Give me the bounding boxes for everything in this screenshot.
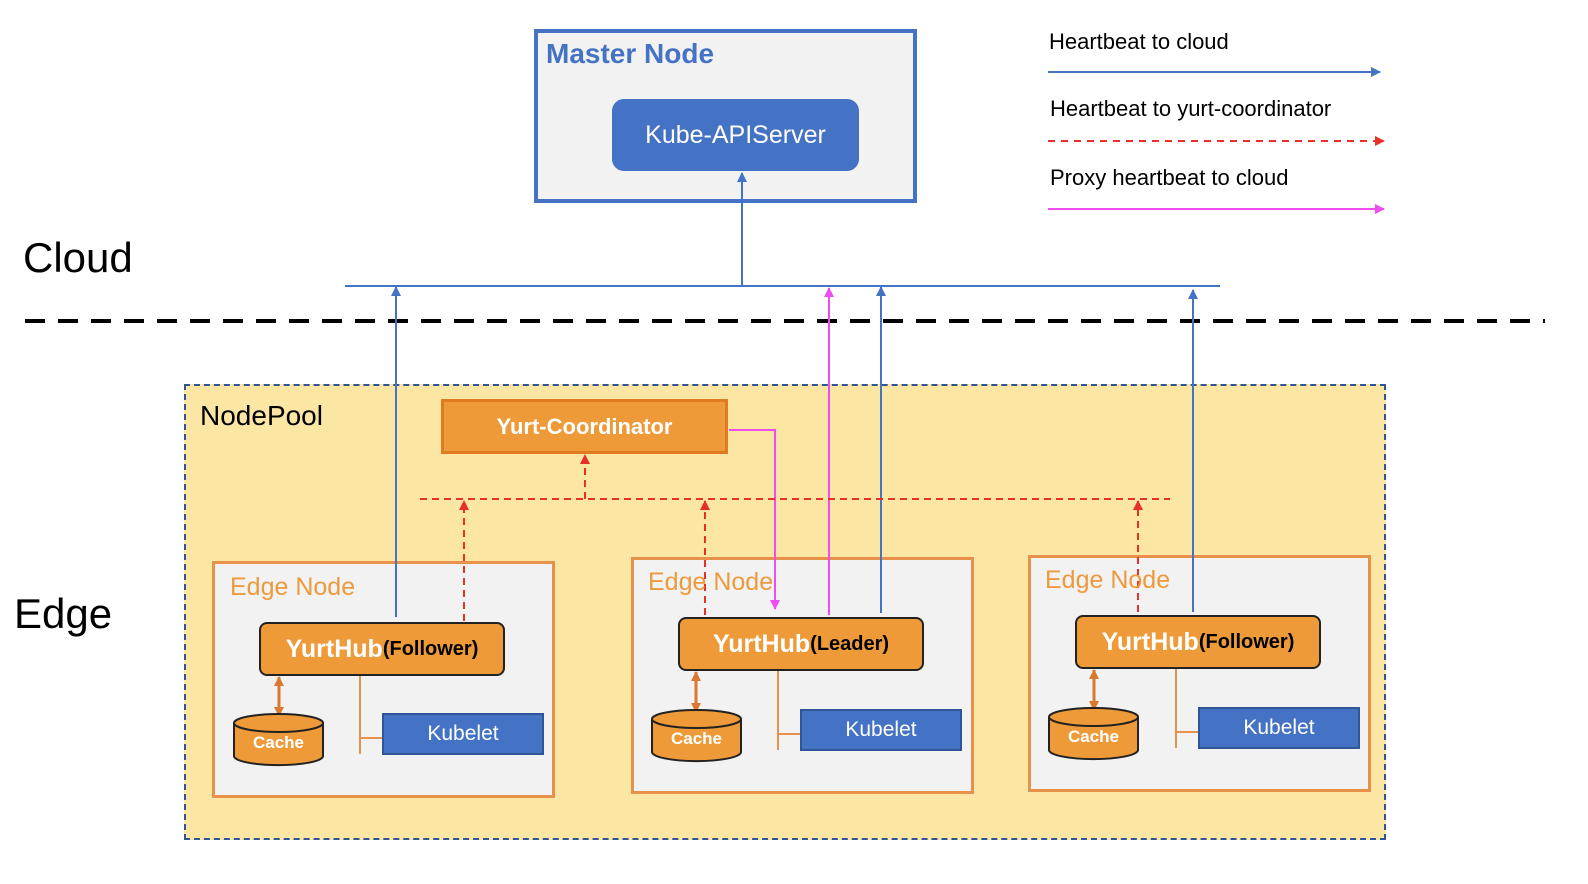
cache-cylinder-2 [651,709,742,763]
arrow-coordinator-to-leader [729,429,780,610]
yurthub-3: YurtHub(Follower) [1075,615,1321,669]
yurthub-1: YurtHub(Follower) [259,622,505,676]
yurthub-2-name: YurtHub [712,629,811,658]
legend-label-heartbeat-coordinator: Heartbeat to yurt-coordinator [1050,96,1332,121]
legend-label-proxy-heartbeat: Proxy heartbeat to cloud [1050,165,1289,190]
kubelet-3-label: Kubelet [1243,716,1315,739]
kubelet-1: Kubelet [382,713,544,755]
yurt-coordinator-box: Yurt-Coordinator [441,399,728,454]
kube-apiserver-label: Kube-APIServer [645,120,826,149]
cache-2-label: Cache [670,729,723,748]
master-node-title: Master Node [546,38,715,69]
yurt-coordinator-label: Yurt-Coordinator [496,413,673,439]
yurthub-2-role: (Leader) [810,632,890,655]
kubelet-3: Kubelet [1198,707,1360,749]
kube-apiserver-box: Kube-APIServer [612,99,859,171]
region-label-cloud: Cloud [23,234,133,281]
cache-cylinder-3 [1048,707,1139,761]
cache-cylinder-1 [233,713,324,767]
kubelet-2: Kubelet [800,709,962,751]
kubelet-1-label: Kubelet [427,722,499,745]
edge-node-2-title: Edge Node [648,568,774,596]
kubelet-2-label: Kubelet [845,718,917,741]
edge-node-3-title: Edge Node [1045,566,1171,594]
yurthub-3-name: YurtHub [1101,627,1199,656]
cache-1-label: Cache [252,733,305,752]
cache-3-label: Cache [1067,727,1120,746]
legend-label-heartbeat-cloud: Heartbeat to cloud [1049,29,1229,54]
nodepool-title: NodePool [200,400,323,431]
yurthub-1-name: YurtHub [285,634,383,663]
region-label-edge: Edge [14,590,113,637]
yurthub-3-role: (Follower) [1198,630,1295,653]
yurthub-1-role: (Follower) [382,637,479,660]
yurthub-2: YurtHub(Leader) [678,617,924,671]
edge-node-1-title: Edge Node [230,573,356,601]
